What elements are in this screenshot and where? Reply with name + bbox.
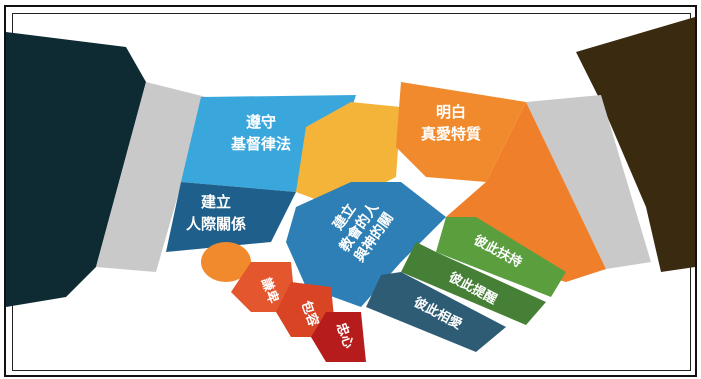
image-frame: 遵守 基督律法 明白 真愛特質 建立 人際關係 建立 教會的人 與神的關 彼此扶…	[4, 5, 697, 377]
left-cuff	[96, 82, 206, 272]
finger-loyalty	[311, 312, 366, 362]
finger-love-each	[366, 272, 506, 352]
finger-humble	[231, 262, 296, 312]
piece-center	[286, 182, 446, 307]
label-love-line1: 明白	[436, 103, 466, 121]
finger-support	[436, 217, 566, 297]
piece-orange-light	[296, 102, 401, 207]
piece-true-love	[396, 82, 526, 182]
right-cuff	[526, 95, 651, 269]
left-sleeve	[6, 32, 146, 307]
handshake-illustration: 遵守 基督律法 明白 真愛特質 建立 人際關係 建立 教會的人 與神的關 彼此扶…	[6, 17, 695, 362]
piece-relationships	[166, 182, 296, 252]
right-sleeve	[576, 17, 695, 272]
label-rel-line2: 人際關係	[186, 215, 246, 233]
label-obey-line1: 遵守	[246, 113, 276, 131]
label-love-line2: 真愛特質	[421, 125, 481, 143]
thumb-piece	[201, 242, 251, 282]
label-obey-line2: 基督律法	[230, 135, 291, 153]
label-rel-line1: 建立	[201, 193, 231, 211]
finger-remind	[401, 242, 546, 325]
